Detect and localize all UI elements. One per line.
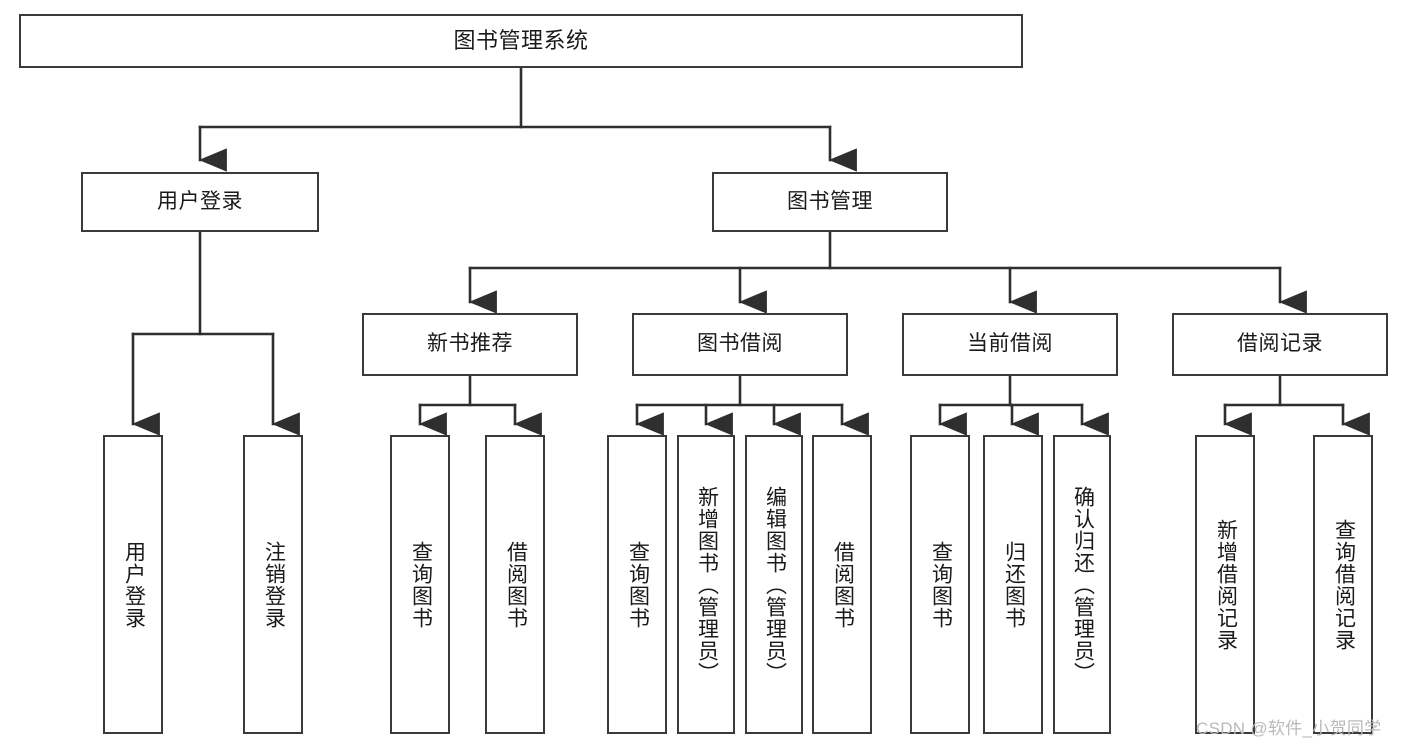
leaf-borrow-add-book-admin[interactable]: 新增图书（管理员）: [677, 435, 735, 734]
node-root-system[interactable]: 图书管理系统: [19, 14, 1023, 68]
node-label: 用户登录: [122, 540, 146, 629]
node-label: 查询图书: [409, 540, 433, 629]
node-label: 归还图书: [1002, 540, 1026, 629]
node-current-borrow[interactable]: 当前借阅: [902, 313, 1118, 376]
node-label: 图书管理: [787, 189, 873, 213]
node-borrow-record[interactable]: 借阅记录: [1172, 313, 1388, 376]
leaf-borrow-borrow-book[interactable]: 借阅图书: [812, 435, 872, 734]
node-label: 借阅图书: [504, 540, 528, 629]
node-label: 查询借阅记录: [1332, 518, 1356, 651]
node-label: 图书管理系统: [453, 28, 589, 54]
node-label: 编辑图书（管理员）: [763, 485, 787, 684]
leaf-borrow-query-book[interactable]: 查询图书: [607, 435, 667, 734]
leaf-current-query-book[interactable]: 查询图书: [910, 435, 970, 734]
node-label: 查询图书: [626, 540, 650, 629]
node-label: 借阅记录: [1237, 332, 1323, 356]
node-label: 用户登录: [157, 189, 243, 213]
leaf-recommend-query-book[interactable]: 查询图书: [390, 435, 450, 734]
node-label: 图书借阅: [697, 332, 783, 356]
node-label: 新书推荐: [427, 332, 513, 356]
leaf-current-return-book[interactable]: 归还图书: [983, 435, 1043, 734]
leaf-user-login-login[interactable]: 用户登录: [103, 435, 163, 734]
leaf-user-login-logout[interactable]: 注销登录: [243, 435, 303, 734]
leaf-record-query-record[interactable]: 查询借阅记录: [1313, 435, 1373, 734]
leaf-recommend-borrow-book[interactable]: 借阅图书: [485, 435, 545, 734]
node-book-management[interactable]: 图书管理: [712, 172, 948, 232]
node-label: 新增图书（管理员）: [695, 485, 719, 684]
node-label: 确认归还（管理员）: [1071, 485, 1095, 684]
node-new-book-recommend[interactable]: 新书推荐: [362, 313, 578, 376]
leaf-borrow-edit-book-admin[interactable]: 编辑图书（管理员）: [745, 435, 803, 734]
node-label: 当前借阅: [967, 332, 1053, 356]
node-label: 新增借阅记录: [1214, 518, 1238, 651]
leaf-current-confirm-return-admin[interactable]: 确认归还（管理员）: [1053, 435, 1111, 734]
node-label: 注销登录: [262, 540, 286, 629]
node-book-borrow[interactable]: 图书借阅: [632, 313, 848, 376]
leaf-record-add-record[interactable]: 新增借阅记录: [1195, 435, 1255, 734]
node-user-login[interactable]: 用户登录: [81, 172, 319, 232]
node-label: 查询图书: [929, 540, 953, 629]
node-label: 借阅图书: [831, 540, 855, 629]
watermark-text: CSDN @软件_小贺同学: [1196, 719, 1382, 738]
